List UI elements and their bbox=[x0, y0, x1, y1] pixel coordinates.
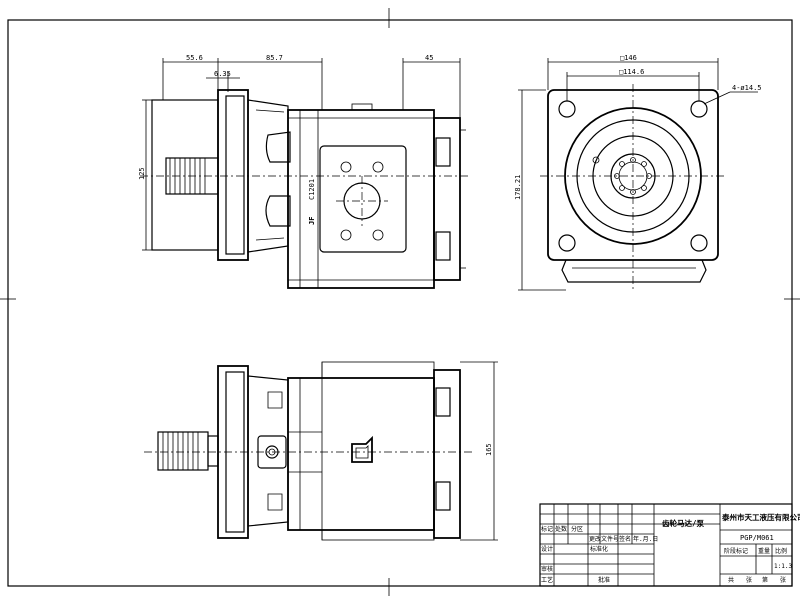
dim-178-21: 178.21 bbox=[514, 175, 522, 200]
top-view-bottom bbox=[144, 361, 474, 541]
tb-rev-header-docno: 更改文件号 bbox=[589, 535, 619, 543]
tb-col-weight: 重量 bbox=[758, 547, 770, 555]
dim-55-6: 55.6 bbox=[186, 54, 203, 62]
dim-holes: 4-ø14.5 bbox=[732, 84, 762, 92]
tb-rev-header-zone: 分区 bbox=[571, 525, 583, 533]
dim-45: 45 bbox=[425, 54, 433, 62]
tb-rev-header-count: 处数 bbox=[555, 525, 567, 533]
tb-scale: 1:1.3 bbox=[774, 563, 792, 570]
dimension-lines-top-right bbox=[518, 58, 758, 291]
tb-rev-header-sign: 签名 bbox=[619, 535, 631, 543]
tb-col-ratio: 比例 bbox=[775, 547, 787, 555]
tb-role-approve: 批准 bbox=[598, 576, 610, 584]
tb-product-name: 齿轮马达/泵 bbox=[662, 518, 705, 528]
tb-sheet-total: 共 bbox=[728, 576, 734, 584]
tb-role-standard: 标准化 bbox=[590, 545, 608, 553]
tb-drawing-no: PGP/M061 bbox=[740, 534, 774, 542]
dim-sq-146: □146 bbox=[620, 54, 637, 62]
title-block bbox=[539, 503, 793, 587]
tb-rev-header-date: 年.月.日 bbox=[633, 535, 658, 543]
tb-sheet-no: 第 bbox=[762, 576, 768, 584]
nameplate-brand: JF bbox=[308, 217, 316, 225]
dimension-lines-top-left bbox=[142, 58, 461, 251]
dim-sq-114-6: □114.6 bbox=[619, 68, 644, 76]
dim-6-35: 6.35 bbox=[214, 70, 231, 78]
side-view-top bbox=[140, 89, 470, 289]
tb-role-design: 设计 bbox=[541, 545, 553, 553]
tb-role-check: 审核 bbox=[541, 565, 553, 573]
dimension-lines-bottom bbox=[460, 361, 498, 541]
tb-company: 泰州市天工液压有限公司 bbox=[721, 512, 800, 522]
dim-165: 165 bbox=[485, 443, 493, 456]
front-view-flange bbox=[540, 84, 726, 290]
sheet-frame bbox=[0, 8, 800, 596]
nameplate-model: C1201 bbox=[308, 179, 316, 200]
dim-85-7: 85.7 bbox=[266, 54, 283, 62]
tb-col-stage: 阶段标记 bbox=[724, 547, 748, 555]
tb-sheet-label2: 张 bbox=[780, 576, 786, 584]
dim-125: 125 bbox=[138, 167, 146, 180]
tb-rev-header-mark: 标记 bbox=[541, 525, 553, 533]
tb-sheet-label: 张 bbox=[746, 576, 752, 584]
tb-role-process: 工艺 bbox=[541, 576, 553, 584]
